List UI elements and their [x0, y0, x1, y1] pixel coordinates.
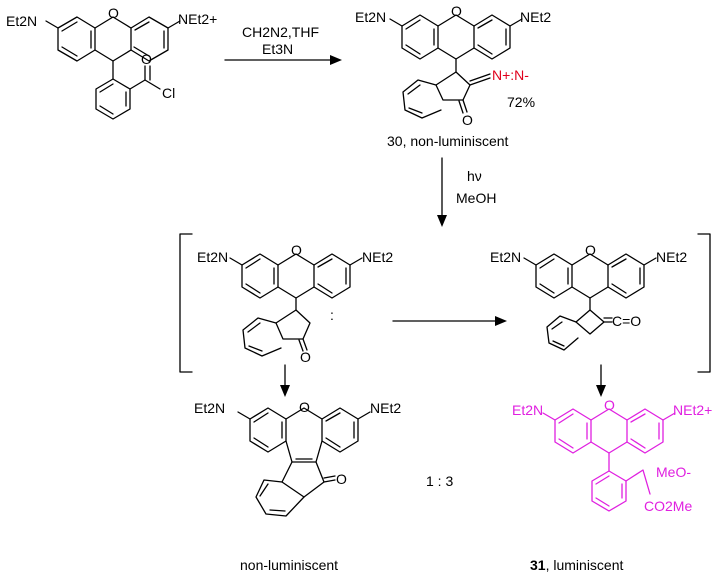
c31-caption-text: , luminiscent: [546, 557, 624, 573]
c31-caption-number: 31: [530, 557, 546, 573]
c31-counterion-label: MeO-: [656, 464, 691, 480]
ketene-ring-oxygen-label: O: [585, 242, 596, 258]
c31-iminium-label: NEt2+: [673, 402, 712, 418]
sm-amine-left-label: Et2N: [6, 13, 37, 29]
down-arrow-right: [596, 364, 606, 397]
carbene-intermediate: Et2N NEt2 O O :: [197, 242, 393, 365]
step1-arrow: CH2N2,THF Et3N: [224, 24, 342, 65]
step2-light-label: hν: [467, 168, 482, 184]
c31-caption: 31, luminiscent: [530, 557, 623, 573]
ketene-group-label: C=O: [612, 313, 641, 329]
compound-30: Et2N NEt2 O N+:N- O 72% 30, non-luminisc…: [355, 3, 551, 149]
rearrangement-arrow: [392, 316, 507, 326]
c30-yield-label: 72%: [507, 94, 535, 110]
carbene-amine-right-label: NEt2: [362, 249, 393, 265]
start-material: Et2N NEt2+ O O Cl: [6, 5, 217, 120]
oxepine-ring-oxygen-label: O: [299, 399, 310, 415]
right-bracket: [697, 233, 711, 373]
ketene-amine-left-label: Et2N: [490, 249, 521, 265]
sm-chloride-label: Cl: [162, 85, 175, 101]
c30-caption: 30, non-luminiscent: [387, 133, 509, 149]
carbene-lone-pair-label: :: [330, 307, 334, 323]
c30-amine-left-label: Et2N: [355, 9, 386, 25]
down-arrow-left: [280, 364, 290, 397]
carbene-amine-left-label: Et2N: [197, 249, 228, 265]
step1-reagents-line1: CH2N2,THF: [242, 24, 319, 40]
c30-diazo-label: N+:N-: [492, 67, 529, 83]
carbene-ketone-oxygen-label: O: [300, 349, 311, 365]
oxepine-amine-left-label: Et2N: [194, 400, 225, 416]
c31-amine-left-label: Et2N: [512, 402, 543, 418]
carbene-ring-oxygen-label: O: [291, 242, 302, 258]
step2-arrow: hν MeOH: [437, 157, 496, 227]
sm-ring-oxygen-label: O: [108, 5, 119, 21]
c31-ring-oxygen-label: O: [604, 397, 615, 413]
product-ratio-label: 1 : 3: [426, 473, 453, 489]
oxepine-ketone-oxygen-label: O: [336, 471, 347, 487]
c30-ring-oxygen-label: O: [451, 3, 462, 19]
c30-amine-right-label: NEt2: [520, 9, 551, 25]
oxepine-amine-right-label: NEt2: [370, 400, 401, 416]
left-bracket: [179, 233, 193, 373]
c31-ester-label: CO2Me: [644, 498, 692, 514]
sm-carbonyl-oxygen-label: O: [141, 51, 152, 67]
step2-solvent-label: MeOH: [456, 190, 496, 206]
sm-iminium-label: NEt2+: [178, 11, 217, 27]
oxepine-product: Et2N NEt2 O O non-luminiscent: [194, 399, 401, 573]
oxepine-caption: non-luminiscent: [240, 557, 338, 573]
ketene-intermediate: Et2N NEt2 O C=O: [490, 242, 687, 351]
compound-31: Et2N NEt2+ O MeO- CO2Me: [512, 397, 712, 514]
step1-reagents-line2: Et3N: [262, 41, 293, 57]
c30-ketone-oxygen-label: O: [462, 112, 473, 128]
ketene-amine-right-label: NEt2: [656, 249, 687, 265]
